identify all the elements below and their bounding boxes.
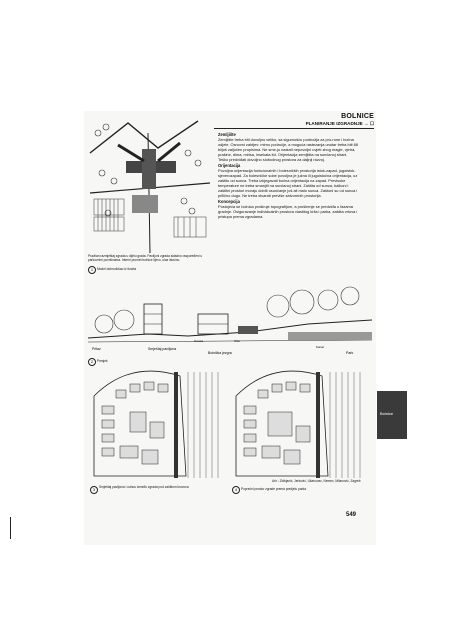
figure3-caption: Smještaj paviljona i odnos između zgrada… bbox=[99, 485, 189, 489]
section-label-entrance: Ulaz bbox=[234, 339, 241, 343]
section-text-site: Zemljište treba biti dovoljno veliko, sa… bbox=[218, 137, 358, 162]
page-edge-mark bbox=[10, 517, 11, 539]
site-plan-figure bbox=[88, 113, 212, 253]
section-heading-concept: Koncepcija bbox=[218, 199, 240, 204]
section-label-mid: Smještaj paviljona bbox=[148, 347, 176, 351]
section-label-left: Prilaz bbox=[92, 347, 101, 351]
credit-line: Arh.: Zidbjanić, Jerković, Ušanovac, Nem… bbox=[272, 479, 361, 483]
section-title: BOLNICE bbox=[341, 113, 374, 120]
section-subtitle: PLANIRANJE IZGRADNJE → ☐ bbox=[305, 121, 374, 126]
page-number: 549 bbox=[346, 512, 357, 518]
section-label-terrace: Terasa bbox=[194, 339, 203, 343]
section-text-orientation: Povoljna orijentacija funkcionalnih i bo… bbox=[218, 168, 358, 198]
header-rule bbox=[214, 128, 374, 129]
text-column: Zemljište Zemljište treba biti dovoljno … bbox=[218, 131, 358, 220]
chapter-tab-label: Bolnice bbox=[380, 411, 394, 416]
figure1-caption: Model dobrodošao iz tlocrta bbox=[97, 267, 137, 271]
figure4-caption: Poprečni prostor zgrade prema predjelu p… bbox=[241, 487, 307, 491]
section-label-core: Bolnička jezgra bbox=[208, 351, 232, 355]
section-label-park: Park bbox=[346, 351, 353, 355]
figure1-note: Pravilan razmještaj zgrada u dijelu grad… bbox=[88, 254, 203, 262]
figure2-number: 2 bbox=[88, 358, 96, 366]
cross-section-figure: Prilaz Smještaj paviljona Terasa Ulaz Ka… bbox=[88, 286, 372, 355]
section-heading-site: Zemljište bbox=[218, 132, 236, 137]
figure2-caption: Presjek bbox=[97, 359, 108, 363]
figure3-number: 3 bbox=[90, 486, 98, 494]
figure4-number: 4 bbox=[232, 486, 240, 494]
plan-figure-right bbox=[235, 370, 361, 478]
section-heading-orientation: Orijentacija bbox=[218, 163, 241, 168]
plan-figure-left bbox=[93, 370, 219, 478]
figure1-number: 1 bbox=[88, 266, 96, 274]
section-text-concept: Postojeća se bolnica proširuje topografi… bbox=[218, 204, 358, 219]
section-label-canal: Kanal bbox=[316, 345, 324, 349]
chapter-tab: Bolnice bbox=[377, 391, 407, 439]
